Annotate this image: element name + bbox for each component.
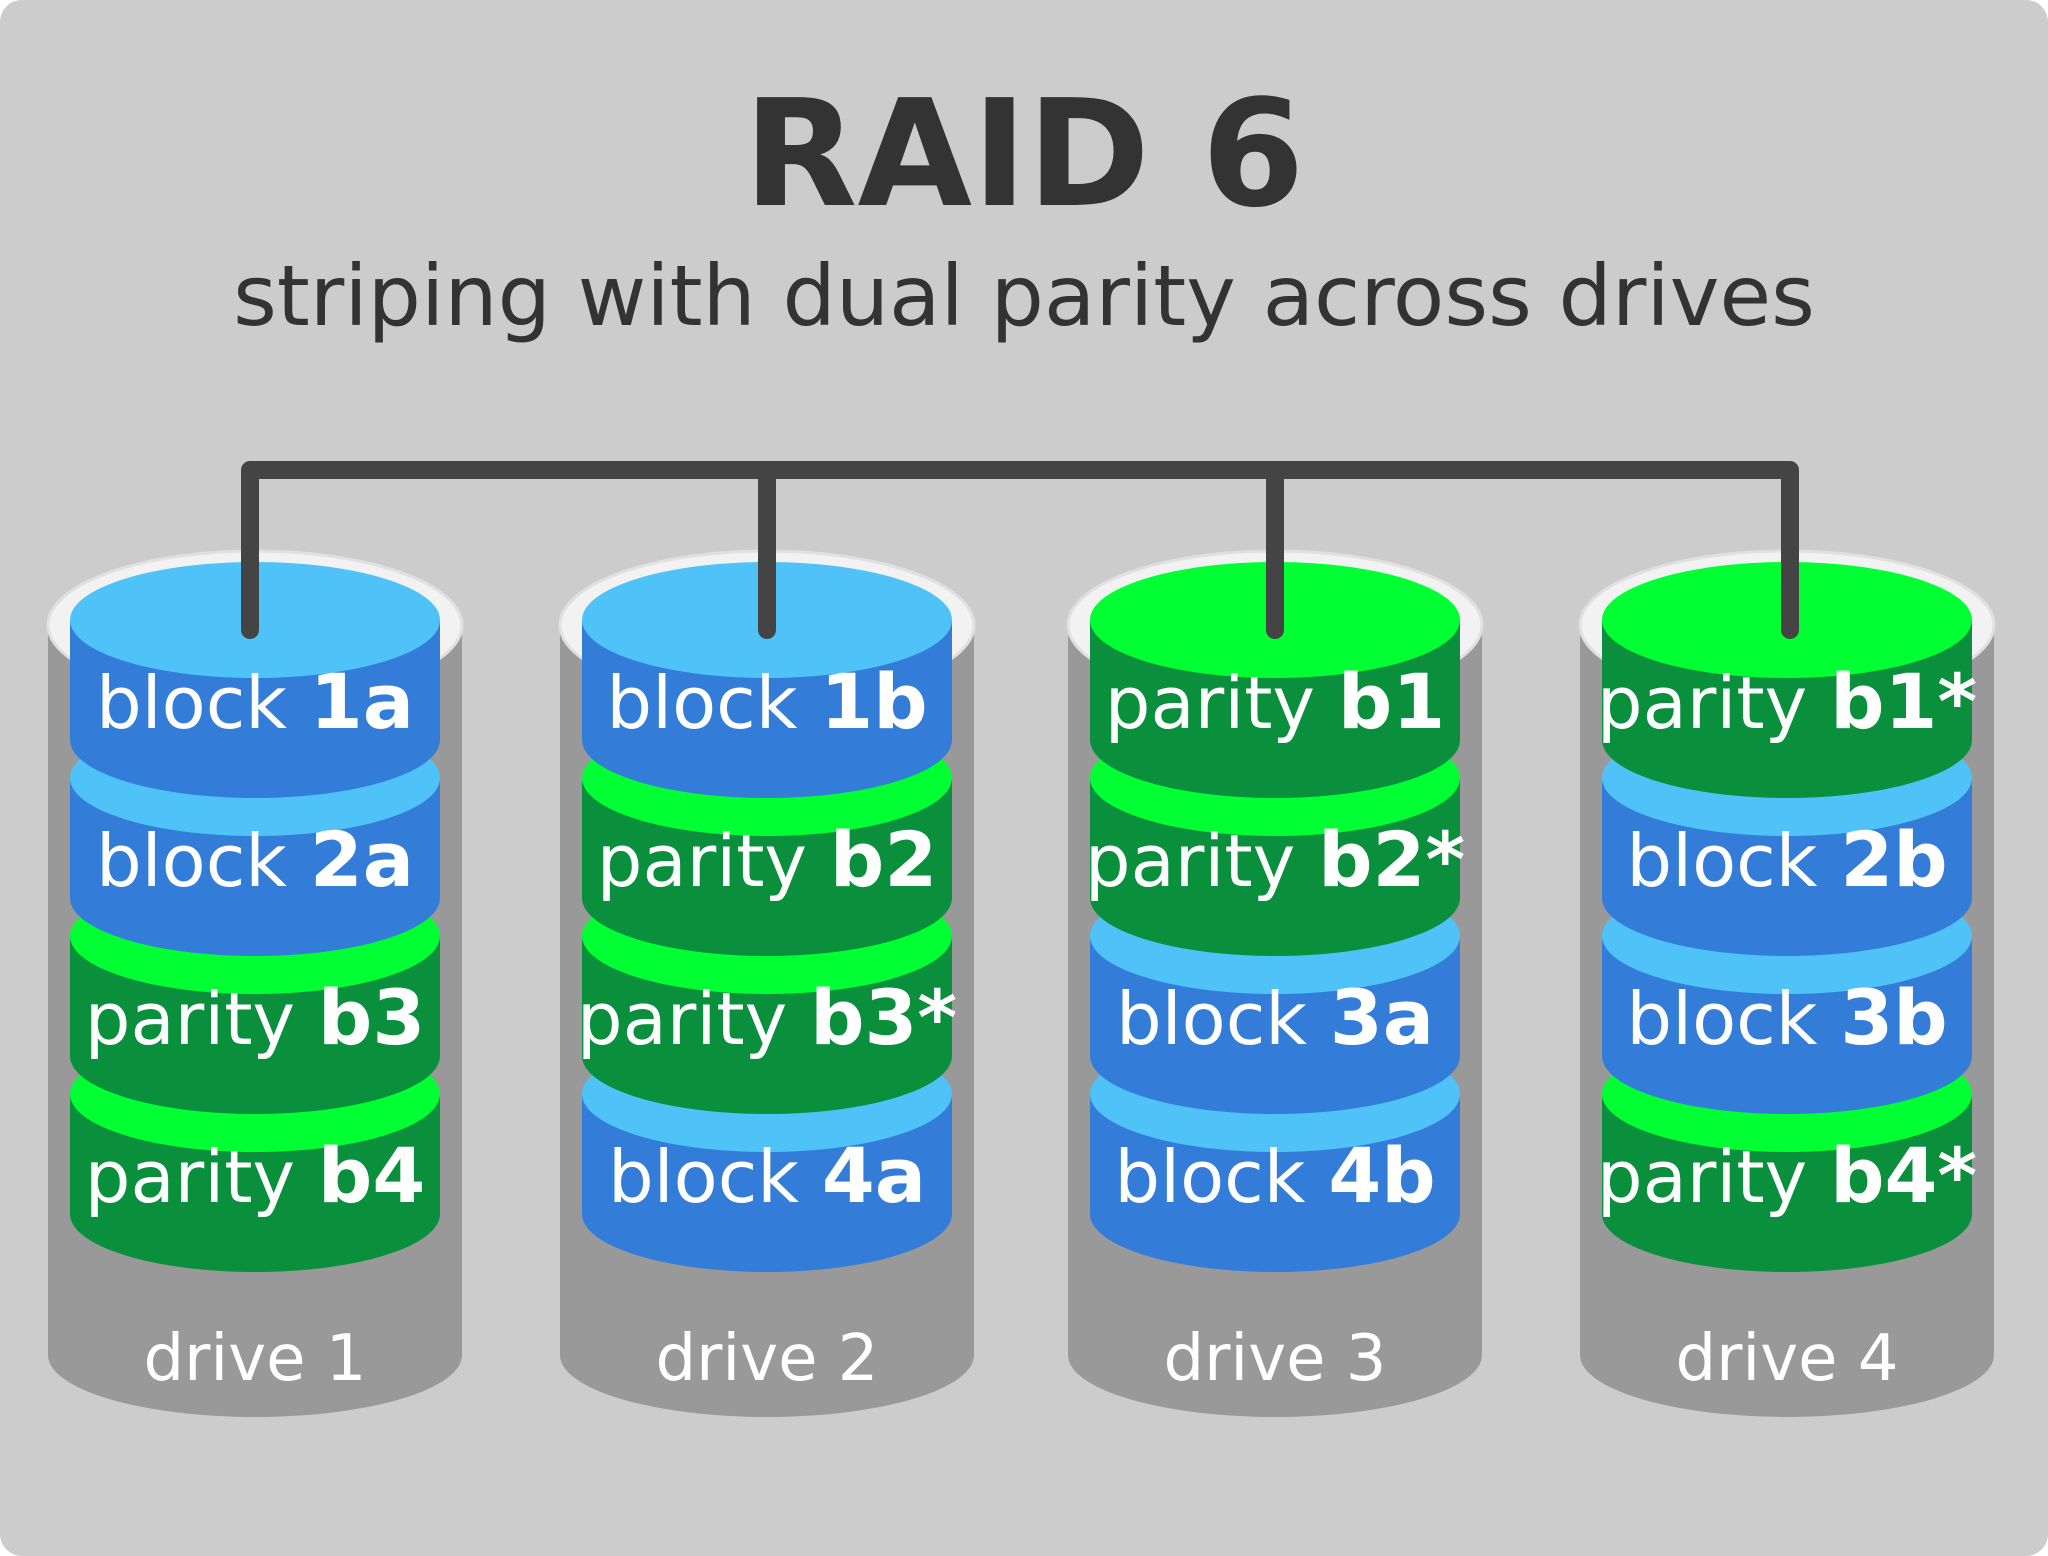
segment-block: block 1b — [582, 562, 952, 798]
segment-label: block 3a — [1116, 973, 1434, 1062]
segment-id: 2b — [1840, 815, 1947, 904]
segment-id: 1a — [310, 657, 414, 746]
segment-id: 2a — [310, 815, 414, 904]
segment-word: block — [96, 661, 310, 745]
segment-label: block 4a — [608, 1131, 926, 1220]
segment-word: block — [1116, 977, 1330, 1061]
segment-word: block — [608, 1135, 822, 1219]
segment-word: parity — [577, 977, 810, 1061]
segment-id: 3b — [1840, 973, 1947, 1062]
segment-id: 4a — [822, 1131, 926, 1220]
segment-parity: parity b3 — [70, 878, 440, 1114]
segment-label: parity b1* — [1597, 657, 1977, 746]
segment-parity: parity b1* — [1597, 562, 1977, 798]
segment-id: b2 — [830, 815, 937, 904]
segment-label: block 2a — [96, 815, 414, 904]
controller-bus — [241, 461, 1799, 639]
segment-label: block 4b — [1114, 1131, 1435, 1220]
segment-label: parity b2* — [1085, 815, 1465, 904]
segment-id: b3* — [810, 973, 957, 1062]
segment-id: 3a — [1330, 973, 1434, 1062]
segment-label: parity b3* — [577, 973, 957, 1062]
segment-word: parity — [1085, 819, 1318, 903]
segment-parity: parity b1 — [1090, 562, 1460, 798]
segment-id: b4* — [1830, 1131, 1977, 1220]
segment-label: block 3b — [1626, 973, 1947, 1062]
segment-word: parity — [1597, 661, 1830, 745]
segment-id: 4b — [1328, 1131, 1435, 1220]
diagram-title: RAID 6 — [744, 68, 1305, 240]
segment-id: b1* — [1830, 657, 1977, 746]
segment-word: block — [96, 819, 310, 903]
segment-word: block — [1626, 819, 1840, 903]
segment-label: block 1a — [96, 657, 414, 746]
segment-id: b3 — [318, 973, 425, 1062]
drive-label: drive 3 — [1163, 1322, 1386, 1396]
segment-label: parity b2 — [597, 815, 937, 904]
drive-label: drive 1 — [143, 1322, 366, 1396]
segment-word: block — [1114, 1135, 1328, 1219]
segment-word: block — [1626, 977, 1840, 1061]
segment-id: 1b — [820, 657, 927, 746]
diagram-subtitle: striping with dual parity across drives — [233, 247, 1815, 345]
segment-label: block 2b — [1626, 815, 1947, 904]
segment-label: parity b1 — [1105, 657, 1445, 746]
segment-label: parity b3 — [85, 973, 425, 1062]
segment-label: parity b4 — [85, 1131, 425, 1220]
segment-word: block — [606, 661, 820, 745]
segment-word: parity — [85, 977, 318, 1061]
segment-label: parity b4* — [1597, 1131, 1977, 1220]
segment-word: parity — [597, 819, 830, 903]
segment-id: b1 — [1338, 657, 1445, 746]
drive-label: drive 2 — [655, 1322, 878, 1396]
segment-id: b4 — [318, 1131, 425, 1220]
bus-line — [241, 461, 1799, 639]
segment-label: block 1b — [606, 657, 927, 746]
segment-word: parity — [1105, 661, 1338, 745]
segment-id: b2* — [1318, 815, 1465, 904]
segment-word: parity — [85, 1135, 318, 1219]
segment-word: parity — [1597, 1135, 1830, 1219]
drive-label: drive 4 — [1675, 1322, 1898, 1396]
